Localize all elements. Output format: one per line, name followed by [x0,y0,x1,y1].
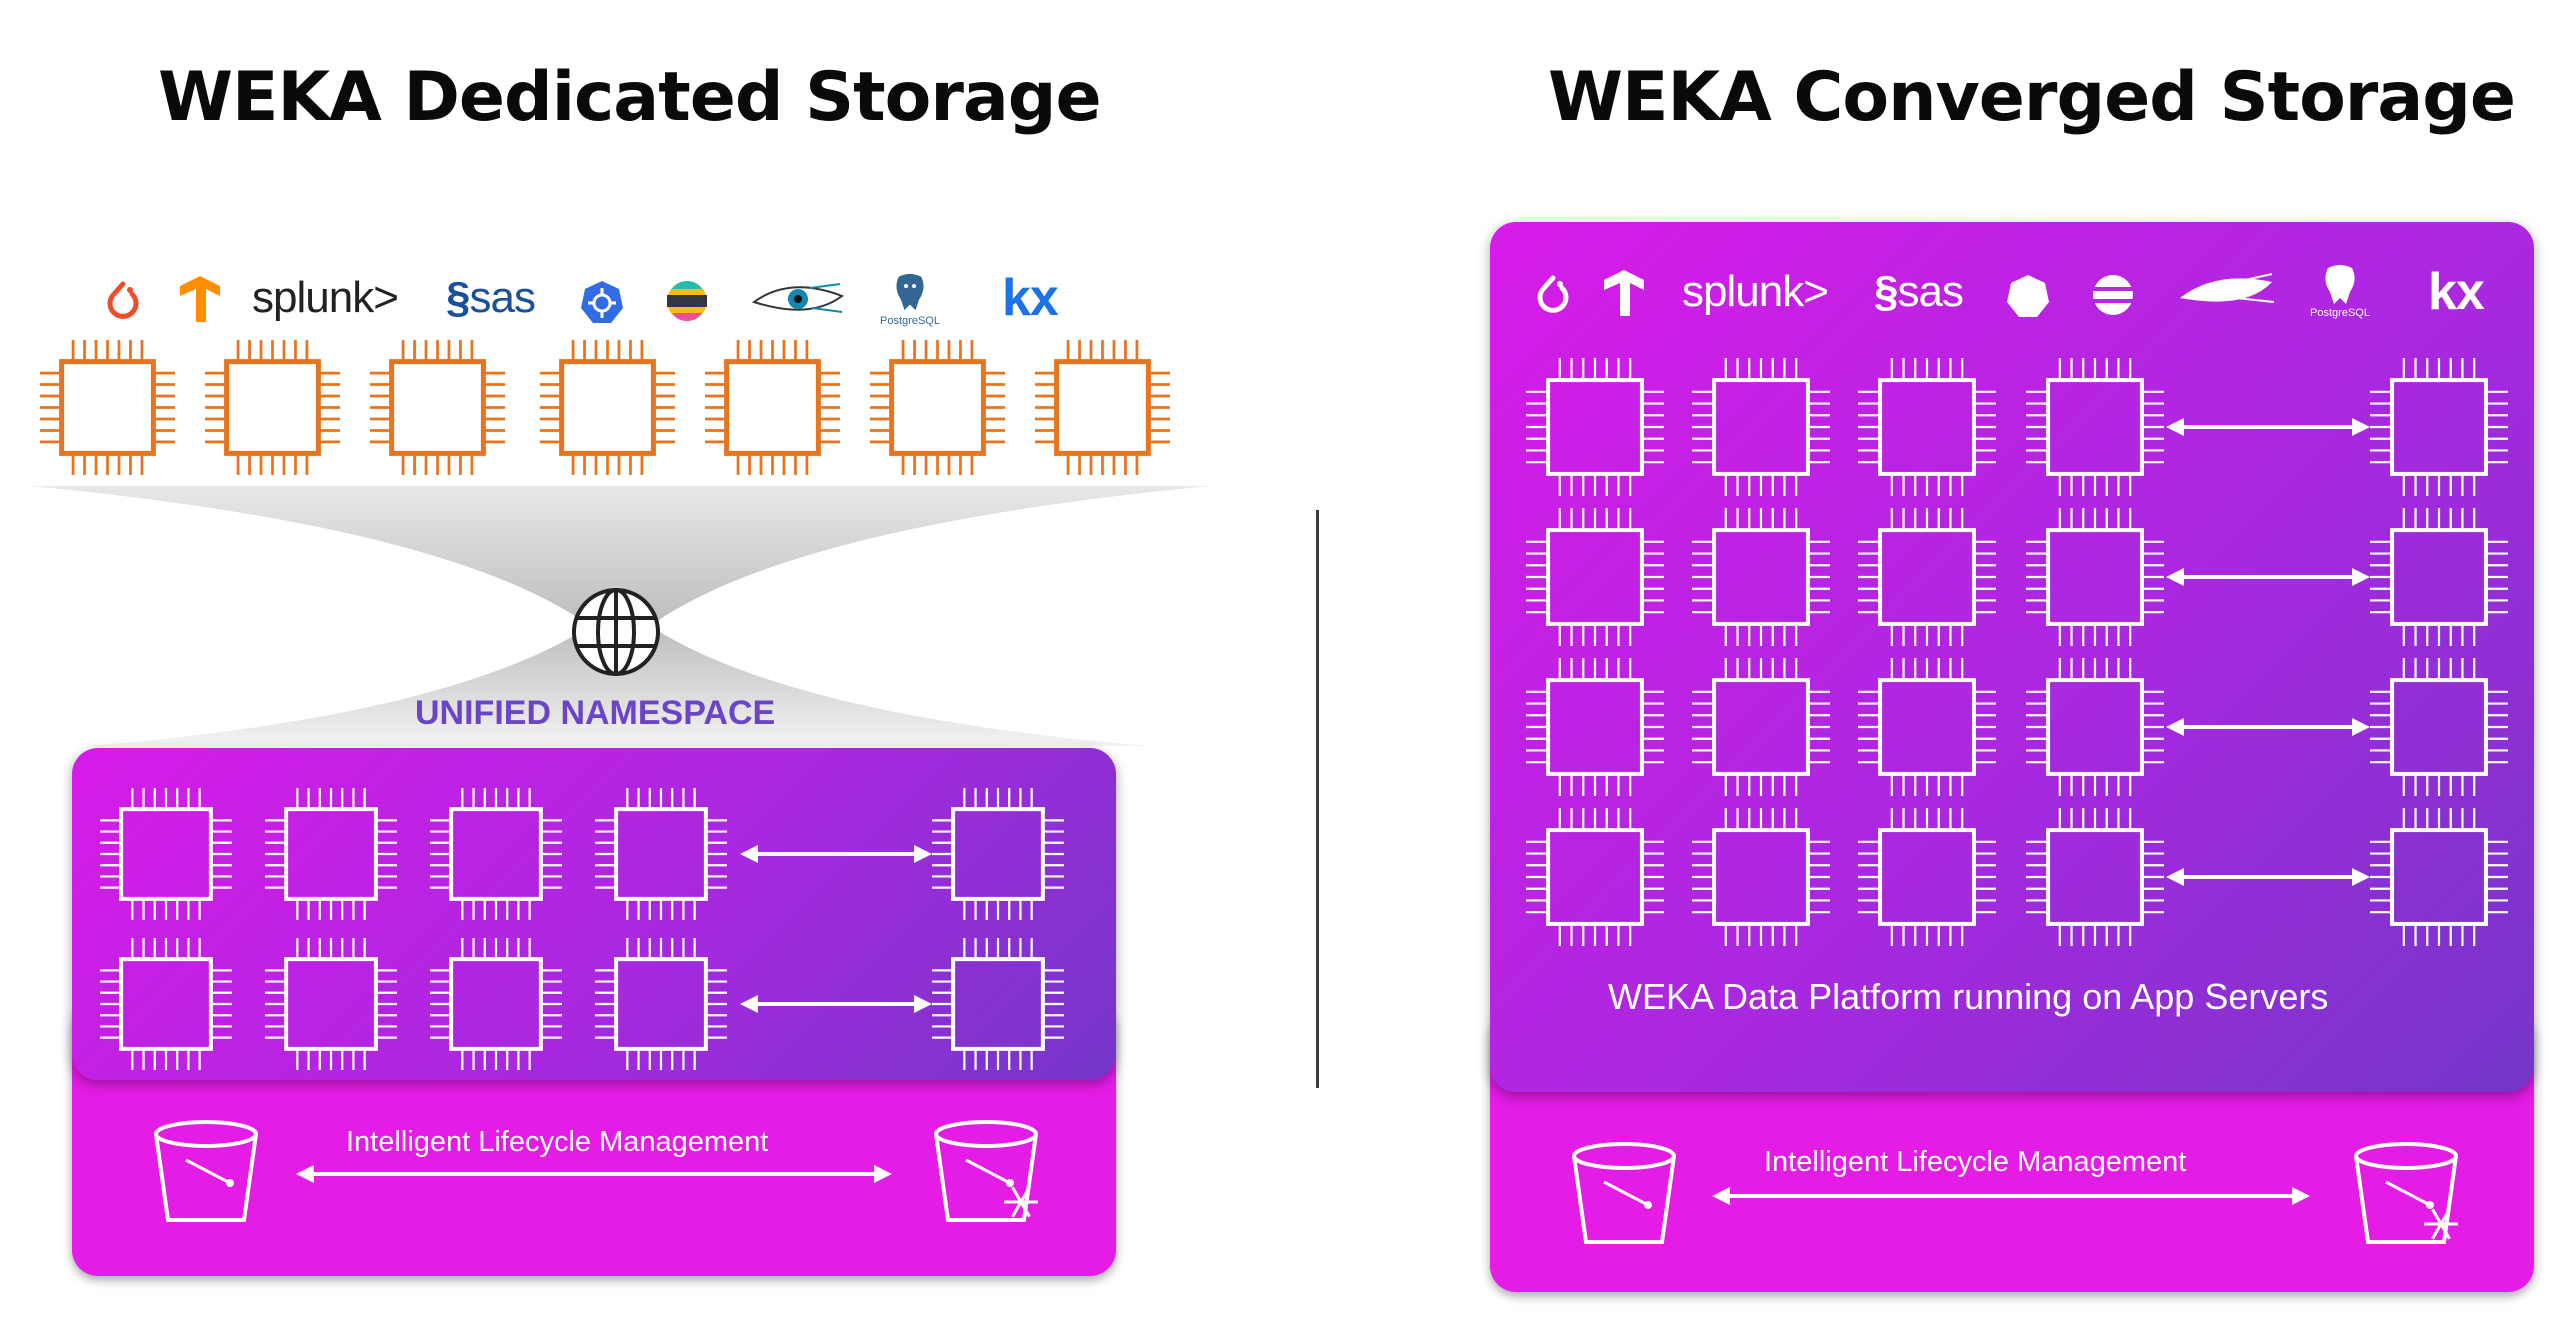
snowflake-icon [1004,1186,1038,1218]
dedicated-storage-cluster-panel [72,748,1116,1080]
app-server-chip-icon [2026,658,2164,796]
chip-icon [40,340,175,475]
app-server-chip-icon [1692,808,1830,946]
replication-arrow [740,845,932,863]
dedicated-lifecycle-label: Intelligent Lifecycle Management [346,1126,769,1158]
kubernetes-icon [2007,275,2049,317]
kx-logo: kx [1002,269,1059,327]
storage-chip-icon [932,938,1064,1070]
tensorflow-icon [1604,270,1644,316]
tensorflow-icon [180,276,220,322]
sas-logo: §sas [446,273,536,322]
postgresql-logo: PostgreSQL [880,270,940,327]
chip-icon [370,340,505,475]
app-server-chip-icon [1858,658,1996,796]
chip-icon [705,340,840,475]
cassandra-icon [751,283,845,313]
postgresql-logo: PostgreSQL [2310,262,2370,319]
storage-chip-icon [100,938,232,1070]
chip-icon [205,340,340,475]
unified-namespace-funnel [30,486,1210,746]
app-server-chip-icon [2370,658,2508,796]
postgresql-label: PostgreSQL [880,315,940,327]
converged-app-server-panel [1490,222,2534,1092]
app-server-chip-icon [2026,358,2164,496]
app-server-chip-icon [1526,808,1664,946]
unified-namespace-label: UNIFIED NAMESPACE [415,694,776,732]
replication-arrow [2166,418,2370,436]
replication-arrow [2166,868,2370,886]
dedicated-storage-title: WEKA Dedicated Storage [158,58,1102,137]
converged-storage-title: WEKA Converged Storage [1548,58,2516,137]
app-server-chip-icon [1692,358,1830,496]
postgresql-icon [894,272,926,314]
chip-icon [540,340,675,475]
chip-icon [870,340,1005,475]
globe-icon [572,588,660,676]
pytorch-icon [107,281,139,319]
splunk-logo: splunk> [252,273,399,322]
app-server-chip-icon [1858,808,1996,946]
splunk-logo: splunk> [1682,267,1829,316]
storage-chip-icon [430,788,562,920]
dedicated-app-server-chips [40,340,1170,475]
postgresql-icon [2325,265,2355,304]
bucket-icon [154,1120,258,1222]
storage-chip-icon [100,788,232,920]
storage-chip-icon [595,788,727,920]
storage-chip-icon [265,788,397,920]
cassandra-icon [2180,273,2275,303]
pytorch-icon [1537,275,1569,313]
elastic-icon [667,280,707,322]
app-server-chip-icon [2370,358,2508,496]
lifecycle-arrow [296,1165,892,1183]
app-server-chip-icon [1692,658,1830,796]
storage-chip-icon [265,938,397,1070]
sas-logo-text: sas [1897,267,1963,316]
lifecycle-arrow [1712,1187,2310,1205]
app-server-chip-icon [2026,808,2164,946]
app-server-chip-icon [1858,358,1996,496]
app-server-chip-icon [1858,508,1996,646]
storage-chip-icon [932,788,1064,920]
app-server-chip-icon [2370,808,2508,946]
storage-chip-icon [595,938,727,1070]
converged-platform-label: WEKA Data Platform running on App Server… [1608,976,2329,1017]
app-server-chip-icon [2370,508,2508,646]
kubernetes-icon [581,281,623,323]
elastic-icon [2093,275,2133,315]
chip-icon [1035,340,1170,475]
cold-bucket-icon [2354,1142,2458,1244]
bucket-icon [1572,1142,1676,1244]
sas-logo: §sas [1874,267,1964,316]
replication-arrow [2166,718,2370,736]
app-server-chip-icon [1692,508,1830,646]
app-server-chip-icon [1526,358,1664,496]
replication-arrow [2166,568,2370,586]
storage-chip-icon [430,938,562,1070]
postgresql-label: PostgreSQL [2310,307,2370,319]
kx-logo: kx [2428,263,2485,321]
snowflake-icon [2424,1208,2458,1240]
cold-bucket-icon [934,1120,1038,1222]
sas-logo-text: sas [469,273,535,322]
converged-lifecycle-label: Intelligent Lifecycle Management [1764,1146,2187,1178]
center-divider [1316,510,1319,1088]
app-server-chip-icon [1526,508,1664,646]
replication-arrow [740,995,932,1013]
app-server-chip-icon [1526,658,1664,796]
app-server-chip-icon [2026,508,2164,646]
